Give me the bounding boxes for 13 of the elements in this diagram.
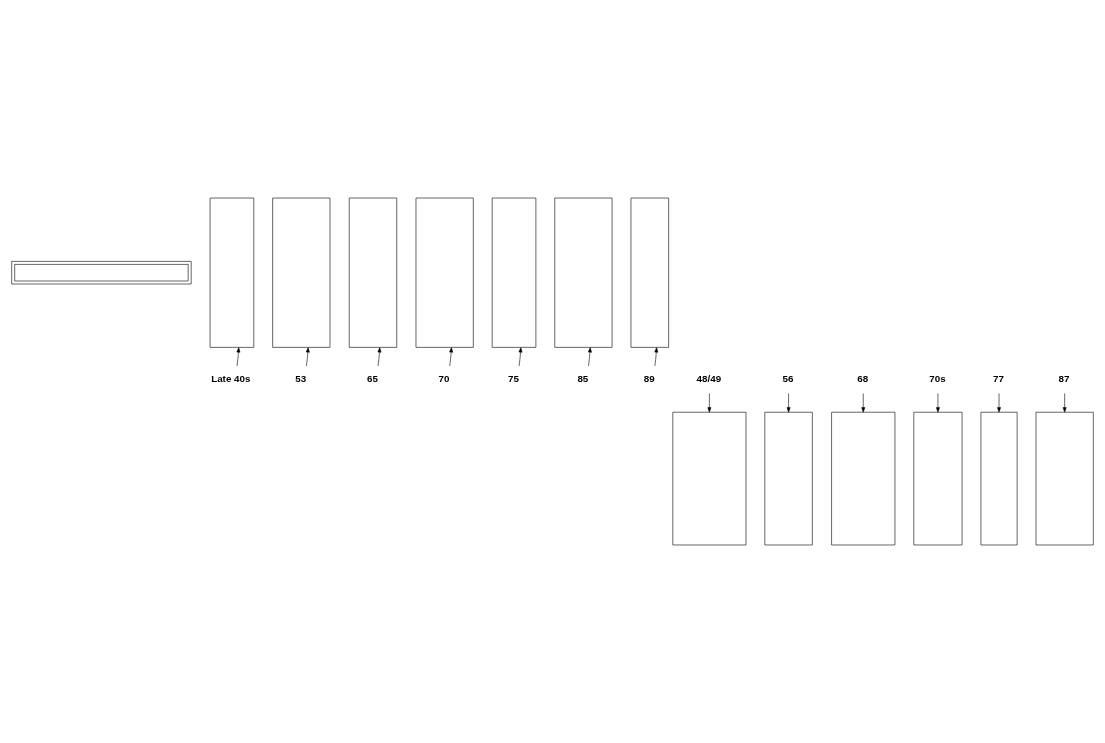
node-text: 65 xyxy=(366,372,378,384)
node-text: 87 xyxy=(1058,372,1070,384)
node-text: Late 40s xyxy=(211,372,251,384)
node-text: 70 xyxy=(438,372,450,384)
node-text: 89 xyxy=(643,372,655,384)
node-text: 68 xyxy=(857,372,869,384)
node-text: 77 xyxy=(993,372,1004,384)
node-text: 85 xyxy=(577,372,589,384)
node-text: 70s xyxy=(929,372,946,384)
node-text: 53 xyxy=(295,372,307,384)
node-text: 56 xyxy=(782,372,794,384)
node-text: 75 xyxy=(508,372,519,384)
node-text: 48/49 xyxy=(696,372,722,384)
